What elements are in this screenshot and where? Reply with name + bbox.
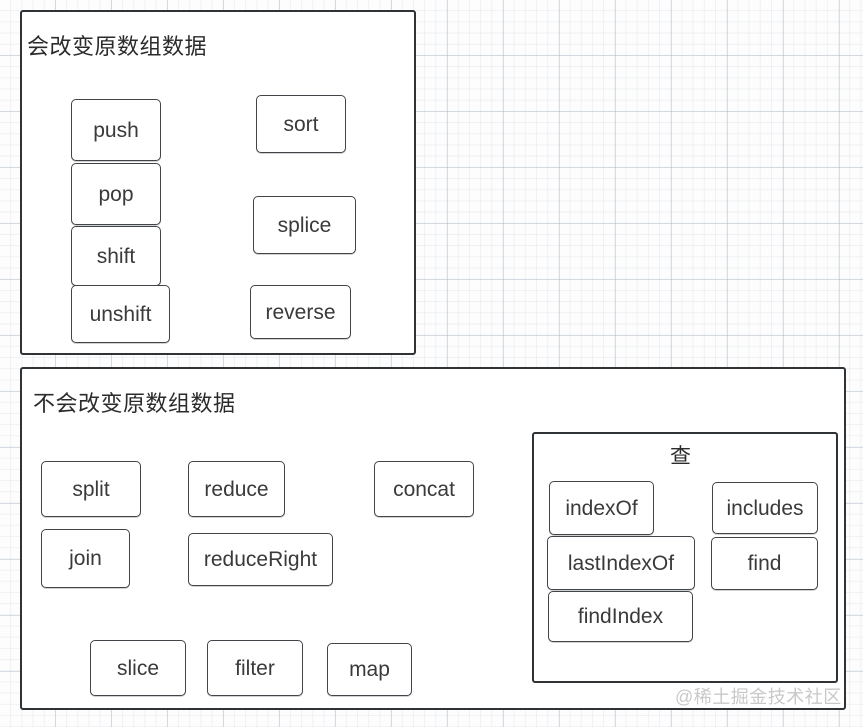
node-slice[interactable]: slice: [90, 640, 186, 696]
node-splice[interactable]: splice: [253, 196, 356, 254]
node-sort[interactable]: sort: [256, 95, 346, 153]
node-indexOf[interactable]: indexOf: [549, 481, 654, 535]
node-findIndex[interactable]: findIndex: [548, 591, 693, 642]
node-push[interactable]: push: [71, 99, 161, 161]
node-lastIndexOf[interactable]: lastIndexOf: [547, 536, 695, 590]
node-find[interactable]: find: [711, 537, 818, 590]
node-map[interactable]: map: [327, 643, 412, 696]
node-includes[interactable]: includes: [712, 482, 818, 534]
node-reduceRight[interactable]: reduceRight: [188, 533, 333, 586]
node-split[interactable]: split: [41, 461, 141, 517]
group-mutating-title: 会改变原数组数据: [27, 34, 208, 59]
node-filter[interactable]: filter: [207, 640, 303, 696]
node-join[interactable]: join: [41, 529, 130, 588]
node-unshift[interactable]: unshift: [71, 285, 170, 343]
node-reverse[interactable]: reverse: [250, 285, 351, 339]
subgroup-search-title: 查: [670, 445, 691, 468]
node-shift[interactable]: shift: [71, 226, 161, 286]
watermark: @稀土掘金技术社区: [675, 687, 842, 707]
group-non-mutating-title: 不会改变原数组数据: [33, 391, 236, 416]
node-pop[interactable]: pop: [71, 163, 161, 225]
node-reduce[interactable]: reduce: [188, 461, 285, 517]
node-concat[interactable]: concat: [374, 461, 474, 517]
